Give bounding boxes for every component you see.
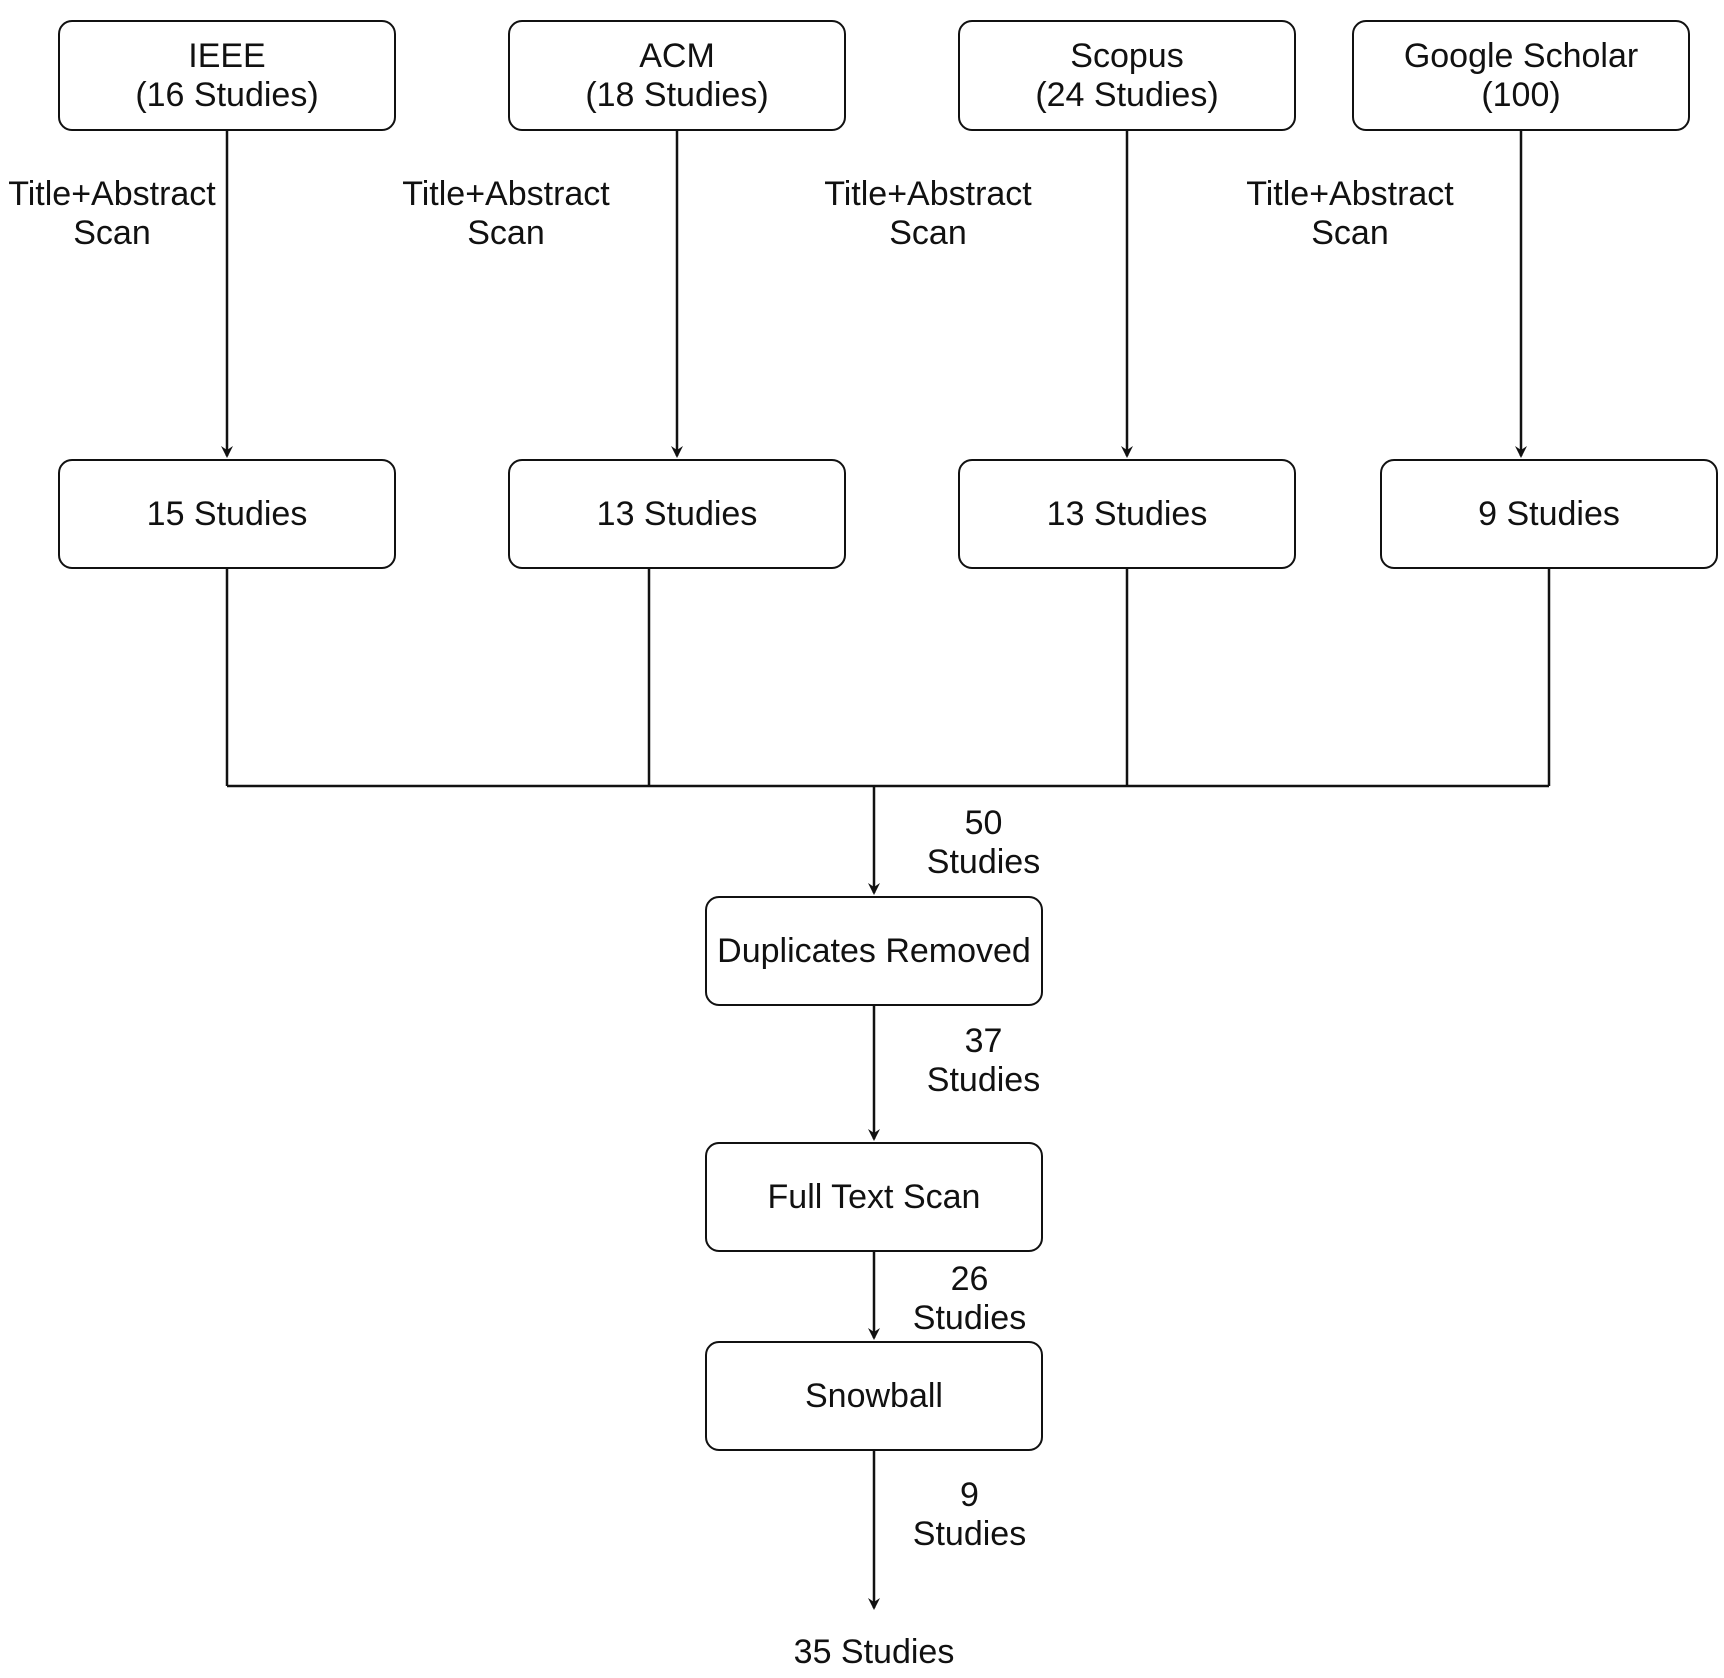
screen-label-line2: Scan	[889, 214, 967, 252]
source-name: Google Scholar	[1403, 36, 1639, 75]
result-text: 15 Studies	[146, 494, 308, 533]
source-count: (100)	[1481, 75, 1561, 114]
full-text-scan-box: Full Text Scan	[705, 1142, 1043, 1252]
result-text: 13 Studies	[596, 494, 758, 533]
source-count: (16 Studies)	[135, 75, 319, 114]
step-text: Snowball	[805, 1376, 943, 1415]
final-text: 35 Studies	[793, 1633, 955, 1671]
screen-label-line1: Title+Abstract	[1246, 175, 1454, 213]
source-box-acm: ACM (18 Studies)	[508, 20, 846, 131]
source-name: ACM	[639, 36, 715, 75]
screen-label-google-scholar: Title+Abstract Scan	[1240, 175, 1460, 253]
after-snowball-label: 9 Studies	[892, 1476, 1047, 1554]
source-box-ieee: IEEE (16 Studies)	[58, 20, 396, 131]
result-text: 13 Studies	[1046, 494, 1208, 533]
result-box-scopus: 13 Studies	[958, 459, 1296, 569]
source-name: Scopus	[1070, 36, 1184, 75]
source-name: IEEE	[188, 36, 266, 75]
screen-label-line2: Scan	[73, 214, 151, 252]
count-unit: Studies	[912, 1299, 1027, 1337]
result-box-acm: 13 Studies	[508, 459, 846, 569]
final-result-label: 35 Studies	[734, 1633, 1014, 1672]
source-box-scopus: Scopus (24 Studies)	[958, 20, 1296, 131]
source-count: (24 Studies)	[1035, 75, 1219, 114]
step-text: Duplicates Removed	[717, 931, 1031, 970]
source-box-google-scholar: Google Scholar (100)	[1352, 20, 1690, 131]
count-value: 50	[964, 804, 1003, 842]
screen-label-line1: Title+Abstract	[402, 175, 610, 213]
screen-label-line2: Scan	[467, 214, 545, 252]
screen-label-line1: Title+Abstract	[8, 175, 216, 213]
step-text: Full Text Scan	[767, 1177, 981, 1216]
count-value: 26	[950, 1260, 989, 1298]
snowball-box: Snowball	[705, 1341, 1043, 1451]
source-count: (18 Studies)	[585, 75, 769, 114]
screen-label-scopus: Title+Abstract Scan	[818, 175, 1038, 253]
screen-label-ieee: Title+Abstract Scan	[2, 175, 222, 253]
after-fulltext-label: 26 Studies	[892, 1260, 1047, 1338]
result-box-ieee: 15 Studies	[58, 459, 396, 569]
screen-label-line2: Scan	[1311, 214, 1389, 252]
count-unit: Studies	[926, 843, 1041, 881]
screen-label-acm: Title+Abstract Scan	[396, 175, 616, 253]
duplicates-removed-box: Duplicates Removed	[705, 896, 1043, 1006]
count-unit: Studies	[926, 1061, 1041, 1099]
screen-label-line1: Title+Abstract	[824, 175, 1032, 213]
result-box-google-scholar: 9 Studies	[1380, 459, 1718, 569]
merged-count-label: 50 Studies	[906, 804, 1061, 882]
after-duplicates-label: 37 Studies	[906, 1022, 1061, 1100]
count-value: 37	[964, 1022, 1003, 1060]
count-value: 9	[960, 1476, 979, 1514]
result-text: 9 Studies	[1478, 494, 1620, 533]
count-unit: Studies	[912, 1515, 1027, 1553]
